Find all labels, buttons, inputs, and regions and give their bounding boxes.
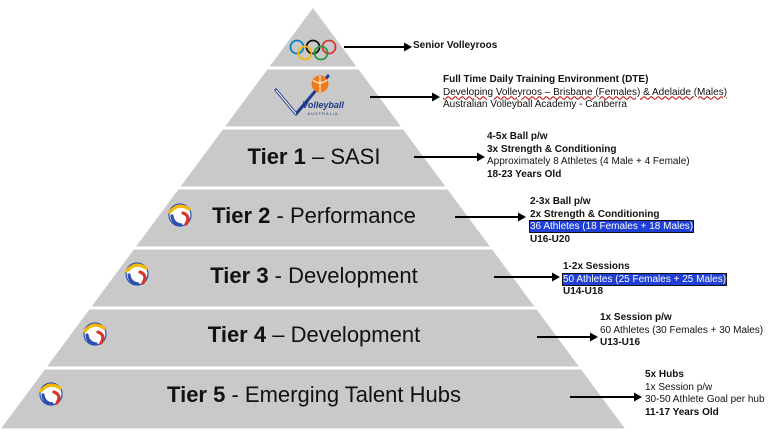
- tier5-name: - Emerging Talent Hubs: [225, 382, 461, 407]
- tier4-label: Tier 4 – Development: [208, 322, 420, 348]
- tier3-note-3: U14-U18: [563, 286, 604, 297]
- dte-line-3: Australian Volleyball Academy - Canberra: [443, 99, 627, 110]
- dte-note: Full Time Daily Training Environment (DT…: [443, 74, 727, 112]
- ball-seam-yellow: [83, 323, 106, 333]
- ball-seam-yellow: [168, 204, 191, 214]
- tier5-number: Tier 5: [167, 382, 226, 407]
- ball-seam-blue: [170, 214, 183, 227]
- logo-ball-seams: [312, 76, 328, 92]
- tier4-band: [47, 309, 579, 367]
- tier5-volleyball-icon: [39, 382, 63, 406]
- arrow-head: [404, 42, 412, 52]
- arrow-head: [552, 272, 560, 282]
- tier3-name: - Development: [268, 263, 418, 288]
- tier4-name: – Development: [266, 322, 421, 347]
- ball-seam-yellow: [125, 263, 148, 273]
- tier2-number: Tier 2: [212, 203, 271, 228]
- tier5-note-1: 5x Hubs: [645, 369, 684, 380]
- tier5-note-2: 1x Session p/w: [645, 381, 713, 393]
- logo-text: Volleyball: [302, 100, 344, 110]
- ball-seam-red: [96, 330, 105, 345]
- tier4-note-2: 60 Athletes (30 Females + 30 Males): [600, 324, 764, 336]
- arrow-head: [477, 152, 485, 162]
- tier2-note-2: 2x Strength & Conditioning: [530, 208, 660, 220]
- tier4-note-3: U13-U16: [600, 337, 641, 348]
- tier2-notes: 2-3x Ball p/w 2x Strength & Conditioning…: [528, 196, 695, 246]
- tier2-note-4: U16-U20: [530, 233, 571, 245]
- apex-band: [269, 8, 357, 67]
- olympic-rings-icon: [289, 39, 337, 61]
- olympic-ring-5: [313, 45, 329, 61]
- logo-swoosh-highlight: [275, 89, 297, 115]
- tier5-label: Tier 5 - Emerging Talent Hubs: [167, 382, 461, 408]
- arrow-head: [590, 332, 598, 342]
- tier3-note-1: 1-2x Sessions: [563, 261, 630, 272]
- arrow-head: [518, 212, 526, 222]
- tier3-band: [91, 249, 535, 307]
- tier3-arrow: [494, 272, 560, 282]
- senior-note: Senior Volleyroos: [413, 40, 497, 53]
- tier1-band: [180, 129, 446, 187]
- tier2-band: [136, 189, 490, 247]
- arrow-head: [634, 392, 642, 402]
- tier3-volleyball-icon: [125, 262, 149, 286]
- ball-seam-blue: [85, 333, 98, 346]
- tier5-notes: 5x Hubs 1x Session p/w 30-50 Athlete Goa…: [645, 369, 765, 419]
- tier3-number: Tier 3: [210, 263, 269, 288]
- tier5-note-4: 11-17 Years Old: [645, 406, 719, 418]
- tier1-note-1: 4-5x Ball p/w: [487, 131, 548, 142]
- tier3-note-2: 50 Athletes (25 Females + 25 Males): [561, 272, 728, 286]
- tier3-label: Tier 3 - Development: [210, 263, 418, 289]
- tier3-notes: 1-2x Sessions 50 Athletes (25 Females + …: [561, 261, 728, 299]
- dte-arrow: [370, 92, 440, 102]
- ball-seam-red: [181, 211, 190, 226]
- logo-subtext: AUSTRALIA: [307, 111, 338, 116]
- tier5-arrow: [570, 392, 642, 402]
- ball-seam-yellow: [39, 383, 62, 393]
- tier5-band: [1, 369, 625, 429]
- olympic-ring-4: [297, 45, 313, 61]
- ball-seam-blue: [127, 273, 140, 286]
- tier4-volleyball-icon: [83, 322, 107, 346]
- ball-seam-red: [52, 390, 61, 405]
- senior-label: Senior Volleyroos: [413, 40, 498, 51]
- tier4-number: Tier 4: [207, 322, 267, 347]
- tier2-label: Tier 2 - Performance: [212, 203, 416, 229]
- tier4-note-1: 1x Session p/w: [600, 312, 672, 323]
- tier1-note-3: Approximately 8 Athletes (4 Male + 4 Fem…: [487, 156, 690, 167]
- tier1-notes: 4-5x Ball p/w 3x Strength & Conditioning…: [487, 131, 690, 181]
- ball-seam-red: [138, 270, 147, 285]
- dte-band: [225, 69, 401, 127]
- tier1-name: – SASI: [305, 144, 381, 169]
- arrow-head: [432, 92, 440, 102]
- tier1-note-4: 18-23 Years Old: [487, 168, 562, 180]
- tier2-volleyball-icon: [168, 203, 192, 227]
- tier2-note-3: 36 Athletes (18 Females + 18 Males): [528, 220, 695, 233]
- dte-line-2: Developing Volleyroos – Brisbane (Female…: [443, 87, 727, 100]
- tier2-note-1: 2-3x Ball p/w: [530, 196, 591, 207]
- tier4-arrow: [537, 332, 598, 342]
- tier2-name: - Performance: [270, 203, 416, 228]
- tier1-number: Tier 1: [247, 144, 306, 169]
- tier5-note-3: 30-50 Athlete Goal per hub: [645, 394, 765, 405]
- ball-seam-blue: [41, 393, 54, 406]
- tier1-label: Tier 1 – SASI: [248, 144, 381, 170]
- dte-line-1: Full Time Daily Training Environment (DT…: [443, 74, 649, 85]
- tier4-notes: 1x Session p/w 60 Athletes (30 Females +…: [600, 312, 763, 350]
- senior-arrow: [344, 42, 412, 52]
- tier1-arrow: [414, 152, 485, 162]
- tier2-arrow: [455, 212, 526, 222]
- tier1-note-2: 3x Strength & Conditioning: [487, 143, 617, 155]
- dte-line-2-text: Developing Volleyroos – Brisbane (Female…: [443, 86, 728, 98]
